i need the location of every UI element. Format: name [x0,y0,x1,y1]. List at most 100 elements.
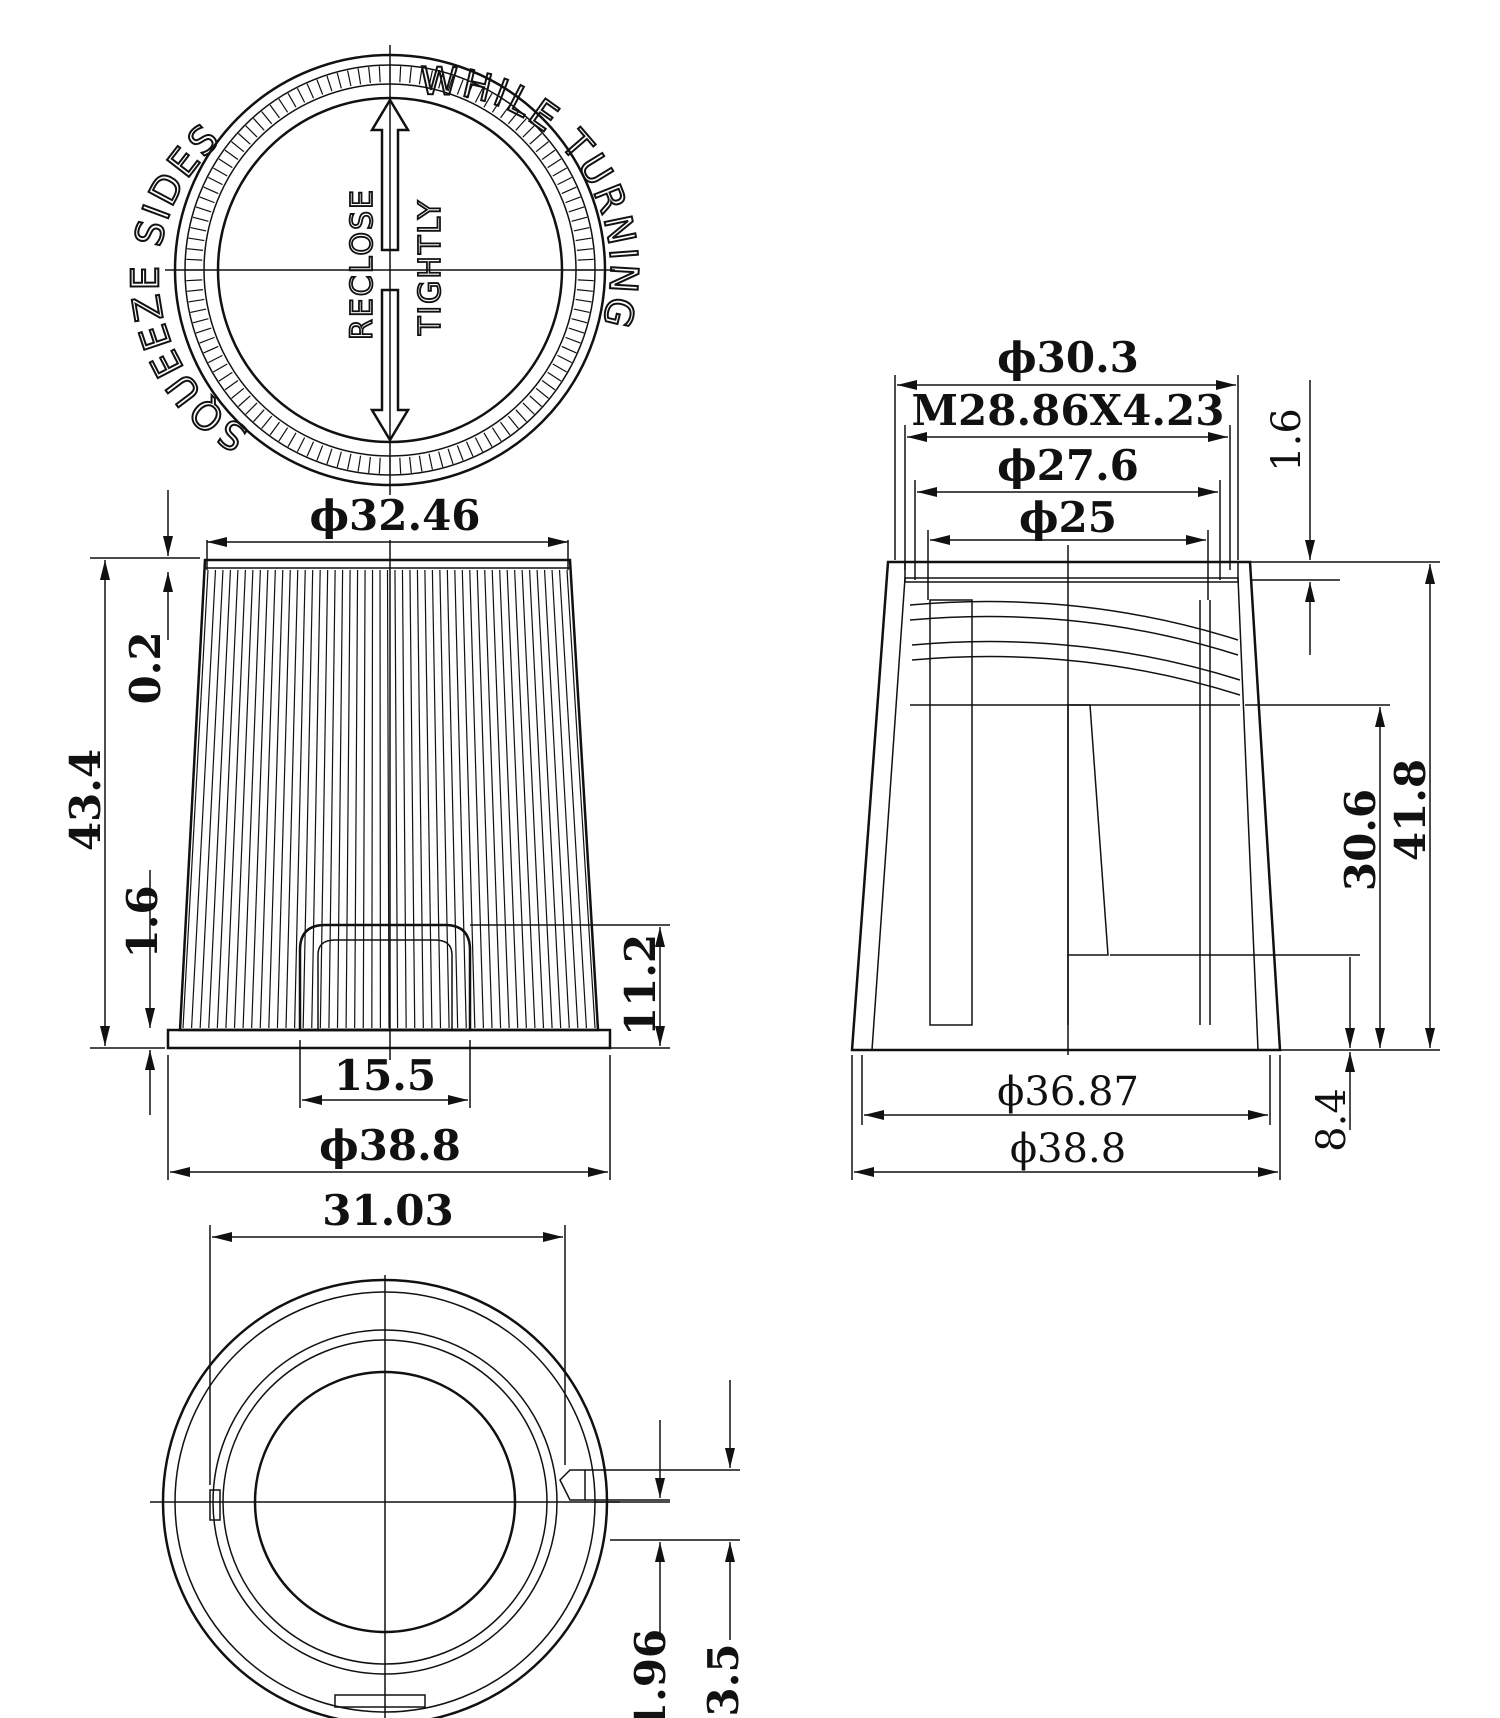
arrow-up-icon [369,97,411,252]
knurl-line [346,453,352,470]
knurl-line [188,298,205,303]
rib-line [259,569,276,1029]
knurl-line [245,125,258,138]
knurl-line [245,402,258,415]
dim-bottom-width: 31.03 [322,1186,454,1235]
knurl-line [577,258,594,261]
rib-line [345,569,351,1029]
rib-line [566,569,596,1029]
knurl-line [296,87,306,103]
knurl-line [378,66,381,83]
knurl-line [456,445,464,461]
top-cap-view: SQUEEZE SIDES WHILE TURNING RECLOSE TIGH… [122,45,644,495]
knurl-line [561,186,577,195]
knurl-line [483,432,493,447]
cap-knurling [186,66,594,474]
knurl-line [500,104,511,119]
rib-line [354,569,359,1029]
knurl-line [326,75,333,92]
rib-line [302,569,314,1029]
dim-base-step: 1.6 [118,885,167,958]
knurl-line [465,83,474,99]
dim-total-height: 43.4 [61,749,110,851]
knurl-line [456,79,464,95]
knurl-line [576,289,593,292]
rib-line [476,569,493,1029]
knurl-line [278,98,289,113]
cap-text-tightly: TIGHTLY [413,199,448,336]
knurl-line [192,318,209,324]
dim-top-wall: 1.6 [1264,408,1310,472]
dim-inner-2: ϕ25 [1019,493,1117,542]
rib-line [251,569,269,1029]
knurl-line [447,448,454,465]
rib-line [233,569,254,1029]
knurl-line [203,186,219,195]
knurl-line [186,279,203,282]
knurl-line [522,125,535,138]
knurl-line [231,141,245,153]
dim-window-width: 15.5 [334,1051,436,1100]
rib-line [439,569,450,1029]
knurl-line [474,437,484,453]
knurl-line [218,158,233,169]
knurl-line [378,457,381,474]
bottom-notch-right [559,1469,586,1501]
knurl-line [409,456,412,473]
knurl-line [207,176,223,186]
knurl-line [571,318,588,324]
knurl-line [428,70,434,87]
knurl-line [552,167,567,177]
rib-line [499,569,519,1029]
rib-line [285,569,299,1029]
knurl-line [573,308,590,314]
knurl-line [571,216,588,222]
knurl-line [296,437,306,453]
knurl-line [575,237,592,242]
rib-line [190,569,217,1029]
rib-line [543,569,570,1029]
thread-1 [909,600,1239,641]
knurl-line [368,456,371,473]
section-lug-left [929,599,973,1026]
knurl-line [188,237,205,242]
knurl-line [186,258,203,261]
rib-line [491,569,510,1029]
dim-top-step: 0.2 [121,631,170,704]
knurl-line [447,75,454,92]
knurl-line [306,83,315,99]
section-top-plate [904,561,1239,583]
rib-line [268,569,284,1029]
knurl-line [557,354,573,364]
knurl-line [438,72,444,89]
rib-line [225,569,246,1029]
rib-line [362,569,366,1029]
knurl-line [552,363,567,373]
rib-line [336,569,344,1029]
thread-3 [911,640,1241,681]
bottom-notch-left [209,1489,221,1521]
knurl-line [507,111,519,125]
knurl-line [224,149,239,160]
knurl-line [213,363,228,373]
rib-line [461,569,476,1029]
rib-line [401,569,407,1029]
knurl-line [515,117,527,131]
rib-line [208,569,232,1029]
knurl-line [438,451,444,468]
knurl-line [237,133,251,145]
knurl-line [326,448,333,465]
knurl-line [491,98,502,113]
knurl-line [253,409,265,423]
knurl-line [195,206,212,213]
knurl-line [207,354,223,364]
knurl-line [491,427,502,442]
knurl-line [316,445,324,461]
dim-thread-depth: 30.6 [1336,789,1385,891]
knurl-line [316,79,324,95]
knurl-line [306,441,315,457]
knurl-line [529,133,543,145]
dim-base-diameter: ϕ38.8 [319,1121,461,1170]
thread-2 [909,615,1239,656]
knurl-line [515,409,527,423]
